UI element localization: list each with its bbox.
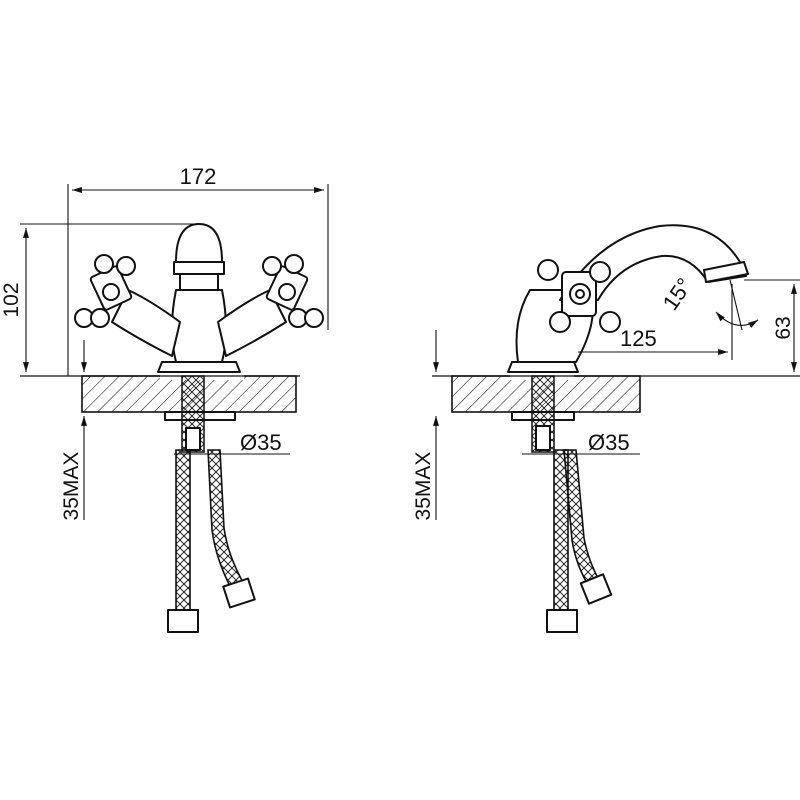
side-view: 125 63 15° 35MAX Ø35 [412,224,800,633]
side-hose-right [563,449,602,590]
front-faucet-body [171,289,227,363]
front-right-cross-handle[interactable] [262,254,324,328]
side-cross-handle[interactable] [537,259,621,333]
front-deck-max-label: 35MAX [60,452,83,521]
front-height-label: 102 [0,282,23,317]
front-width-label: 172 [180,164,217,189]
side-hole-diameter-label: Ø35 [588,430,630,455]
front-hose-left [175,449,191,611]
front-left-cross-handle[interactable] [74,254,136,328]
front-hose-right [207,449,246,592]
side-deck-max-label: 35MAX [412,452,435,521]
side-reach-label: 125 [620,326,657,351]
front-faucet-base [157,361,241,373]
side-angle-label: 15° [658,273,698,315]
front-right-arm [217,289,287,357]
side-spout-height-label: 63 [772,316,795,339]
front-spout-cap [175,223,223,263]
front-view: 172 102 35MAX Ø35 [0,164,329,633]
side-faucet-base [507,361,579,373]
front-hole-diameter-label: Ø35 [240,430,282,455]
front-left-arm [111,289,181,357]
